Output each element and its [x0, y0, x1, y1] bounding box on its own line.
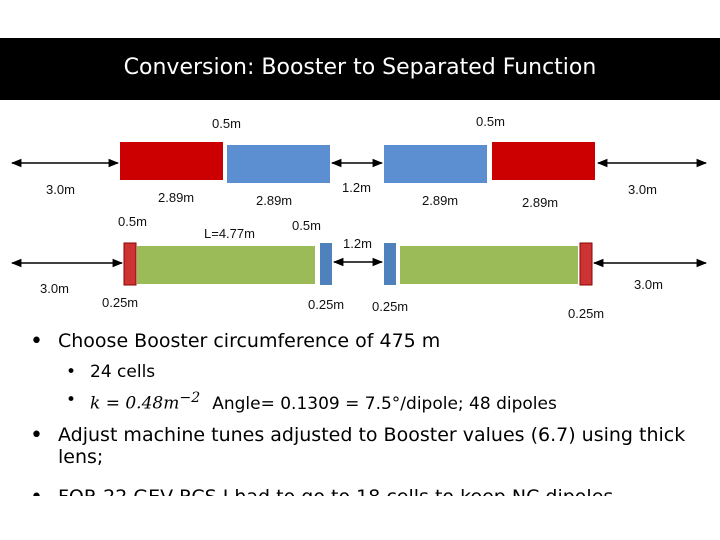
bullet-dot: • — [30, 485, 43, 496]
bullet-text: k = 0.48m−2 Angle= 0.1309 = 7.5°/dipole; … — [90, 390, 557, 414]
bullet-list: • Choose Booster circumference of 475 m … — [0, 320, 720, 496]
k-formula: k = 0.48m — [90, 393, 180, 414]
bullet-dot: • — [30, 329, 43, 354]
label-drift-right-top: 3.0m — [628, 182, 657, 197]
bullet-text: Choose Booster circumference of 475 m — [58, 330, 441, 352]
label-long-dipole-length: L=4.77m — [204, 226, 255, 241]
bullet-text: FOR 22 GEV RCS I had to go to 18 cells t… — [58, 486, 708, 496]
slide-title: Conversion: Booster to Separated Functio… — [123, 55, 597, 80]
label-drift-left-bottom: 3.0m — [40, 281, 69, 296]
label-quad-width-left: 0.25m — [308, 297, 345, 312]
label-quad-gap-mid-right: 2.89m — [422, 193, 459, 208]
long-dipole-right — [400, 246, 578, 284]
label-dipole-len-left: 0.5m — [212, 116, 241, 131]
label-corrector-width-right: 0.25m — [568, 306, 605, 321]
label-corrector-width-left: 0.25m — [102, 295, 139, 310]
top-margin — [0, 0, 720, 38]
label-quad-width-right: 0.25m — [372, 299, 409, 314]
bottom-margin — [0, 496, 720, 540]
label-center-gap-bottom: 1.2m — [343, 236, 372, 251]
k-exponent: −2 — [179, 390, 201, 406]
bullet-text: 24 cells — [90, 362, 156, 382]
label-drift-left-top: 3.0m — [46, 182, 75, 197]
lattice-diagram — [10, 142, 708, 286]
label-quad-gap-bottom: 0.5m — [292, 218, 321, 233]
long-dipole-left — [137, 246, 315, 284]
corrector-left — [123, 242, 137, 286]
label-corrector-gap: 0.5m — [118, 214, 147, 229]
label-quad-gap-left: 2.89m — [158, 190, 195, 205]
quad-right — [384, 145, 487, 183]
dipole-right — [492, 142, 595, 180]
dipole-left — [120, 142, 223, 180]
bullet-text: Adjust machine tunes adjusted to Booster… — [58, 424, 686, 468]
bullet-dot: • — [30, 423, 43, 448]
angle-text: Angle= 0.1309 = 7.5°/dipole; 48 dipoles — [212, 393, 557, 414]
quad-bottom-right — [384, 243, 396, 285]
label-drift-right-bottom: 3.0m — [634, 277, 663, 292]
quad-bottom-left — [320, 243, 332, 285]
label-quad-gap-mid-left: 2.89m — [256, 193, 293, 208]
title-bar — [0, 38, 720, 100]
quad-left — [227, 145, 330, 183]
label-center-gap-top: 1.2m — [342, 180, 371, 195]
label-quad-gap-right: 2.89m — [522, 195, 559, 210]
label-dipole-len-right: 0.5m — [476, 114, 505, 129]
bullet-dot: • — [66, 362, 77, 382]
corrector-right — [579, 242, 593, 286]
bullet-dot: • — [66, 390, 77, 410]
